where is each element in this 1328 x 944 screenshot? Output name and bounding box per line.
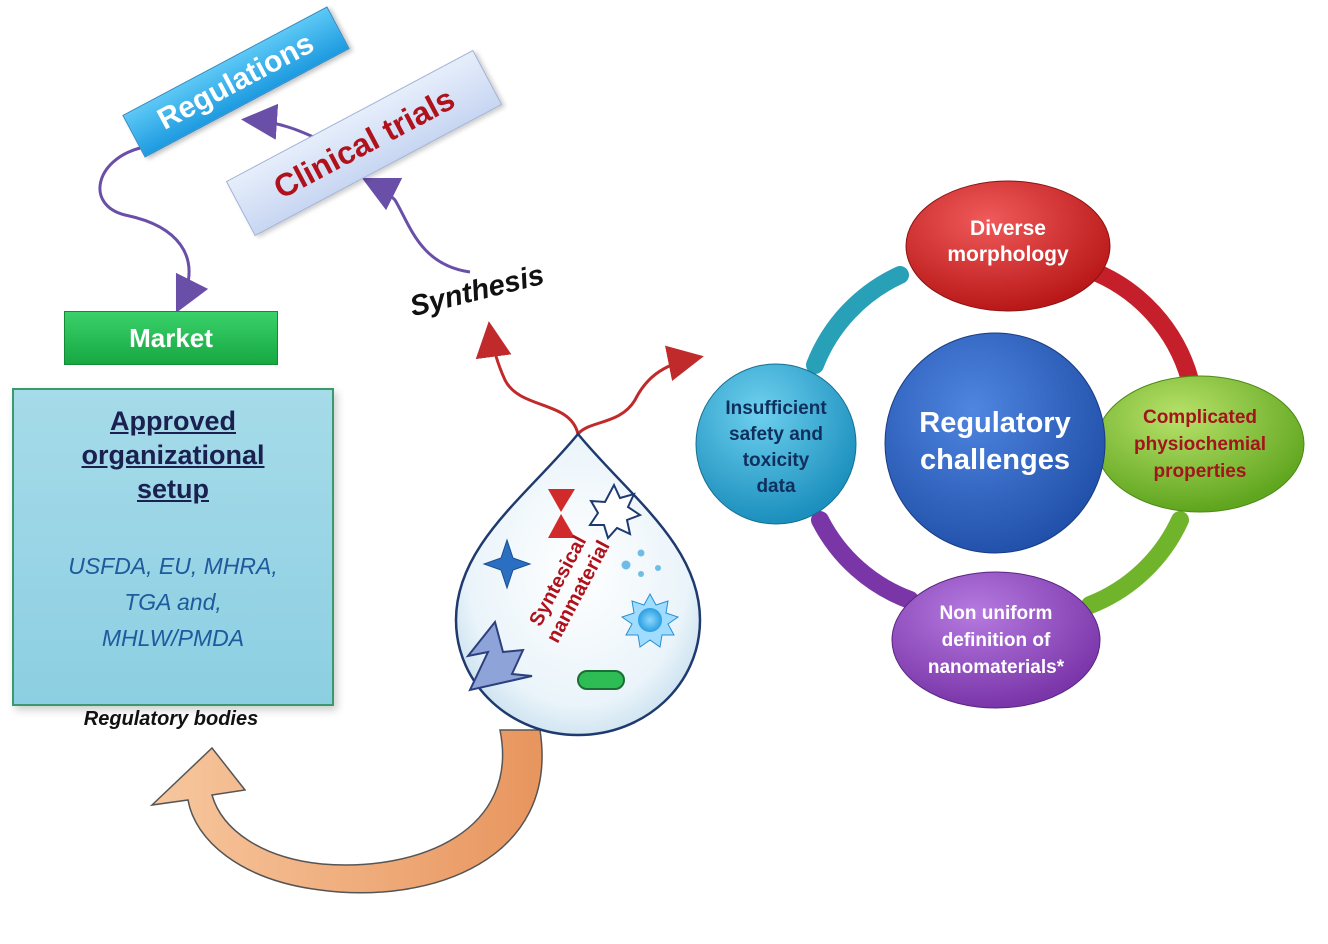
regulatory-bodies-caption: Regulatory bodies [83,708,259,730]
arrow-synthesis-to-clinical [361,177,471,274]
market-box: Market [64,311,278,365]
right-circle-text: Complicated physiochemial properties [1105,404,1295,485]
approved-setup-box: Approved organizational setup USFDA, EU,… [12,388,334,706]
market-label: Market [129,323,213,353]
bottom-line-3: nanomaterials* [927,657,1065,678]
bottom-line-2: definition of [941,630,1051,651]
bottom-circle [891,571,1101,709]
star-outline-icon [588,482,643,540]
bodies-line-1: USFDA, EU, MHRA, [68,553,278,579]
bodies-line-3: MHLW/PMDA [101,625,245,651]
arrow-drop-to-synthesis [475,321,580,435]
top-circle [905,180,1111,312]
arrow-drop-to-challenges [576,345,704,436]
bodies-line-2: TGA and, [124,589,222,615]
left-line-3: toxicity [742,450,810,471]
approved-title: Approved organizational setup [14,404,332,506]
left-line-1: Insufficient [725,398,827,419]
approved-title-line-2: organizational [81,440,265,470]
top-line-2: morphology [947,243,1069,266]
top-circle-text: Diverse morphology [918,216,1098,268]
left-line-2: safety and [729,424,823,445]
center-line-2: challenges [920,444,1070,476]
sun-icon [620,592,680,648]
left-line-4: data [756,476,796,497]
four-point-star-icon [482,538,532,590]
regulatory-bodies-list: USFDA, EU, MHRA, TGA and, MHLW/PMDA [14,548,332,656]
bottom-circle-text: Non uniform definition of nanomaterials* [901,600,1091,681]
challenges-ring [806,261,1199,614]
lightning-icon [465,619,533,692]
right-line-3: properties [1153,461,1247,482]
arrow-regulations-to-market [98,146,209,314]
right-line-1: Complicated [1142,407,1258,428]
left-circle [695,363,857,525]
center-circle-text: Regulatory challenges [885,405,1105,479]
bottom-line-1: Non uniform [939,603,1053,624]
hourglass-icon [548,489,575,538]
right-line-2: physiochemial [1134,434,1266,455]
capsule-icon [577,670,625,690]
approved-title-line-3: setup [136,474,209,504]
center-circle [884,332,1106,554]
center-line-1: Regulatory [919,407,1071,439]
approved-title-line-1: Approved [109,406,236,436]
droplets-icon [621,549,661,577]
top-line-1: Diverse [970,217,1046,240]
left-circle-text: Insufficient safety and toxicity data [706,396,846,500]
big-curved-arrow [149,729,543,894]
